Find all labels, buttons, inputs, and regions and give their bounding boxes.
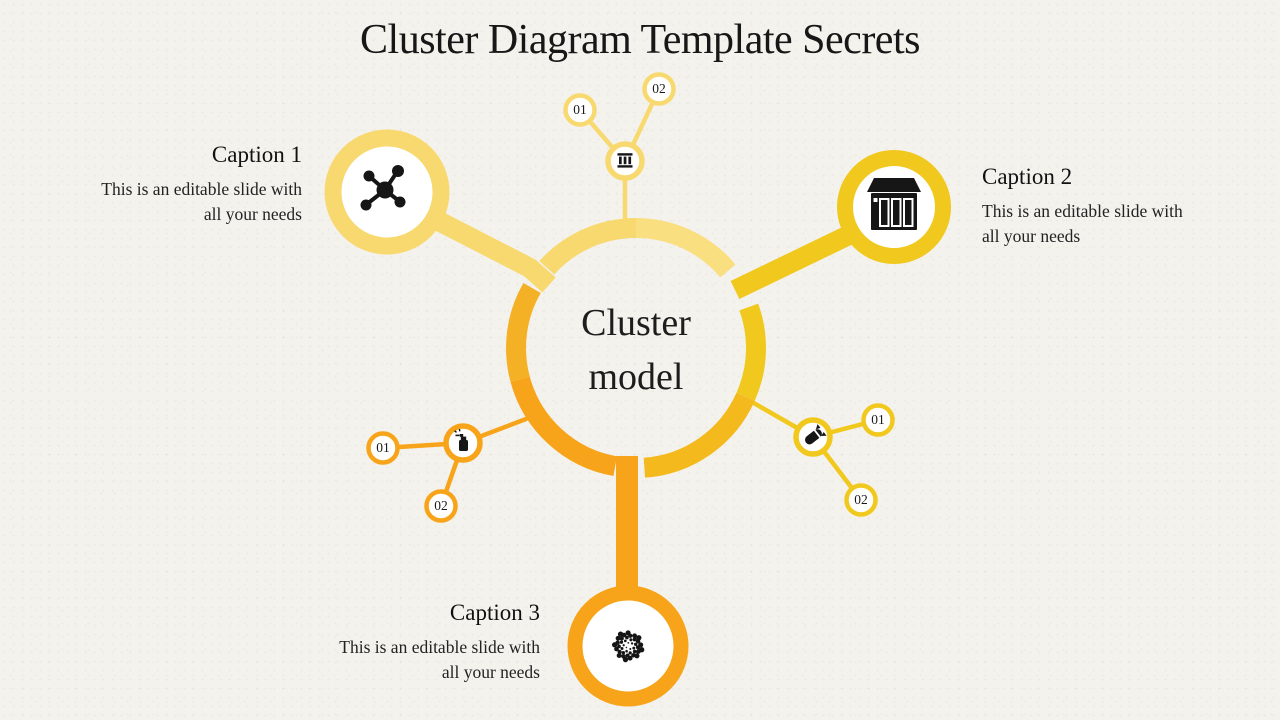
- left-node-label-01: 01: [376, 440, 390, 455]
- caption-1-heading: Caption 1: [211, 142, 302, 167]
- ring-segment: [736, 303, 766, 401]
- center-label: Cluster model: [496, 296, 776, 404]
- caption-3-block: Caption 3 This is an editable slide with…: [260, 600, 540, 685]
- ring-segment: [635, 218, 736, 278]
- top-node-label-01: 01: [573, 102, 587, 117]
- top-node-label-02: 02: [652, 81, 666, 96]
- caption-2-body: This is an editable slide with all your …: [982, 201, 1183, 246]
- caption3-circle: [567, 585, 689, 707]
- left-node-label-02: 02: [434, 498, 448, 513]
- caption-1-body: This is an editable slide with all your …: [101, 179, 302, 224]
- ring-segment: [510, 376, 618, 477]
- center-label-line1: Cluster: [581, 302, 691, 344]
- storefront-icon: [867, 178, 921, 230]
- bomb-icon: [805, 424, 827, 445]
- caption-1-block: Caption 1 This is an editable slide with…: [22, 142, 302, 227]
- dot-spiral-icon: [611, 630, 645, 663]
- caption-2-block: Caption 2 This is an editable slide with…: [982, 164, 1242, 249]
- satellite-bottom-left-nodes: [366, 423, 483, 523]
- right-node-label-02: 02: [854, 492, 868, 507]
- ring-segment: [506, 283, 541, 382]
- slide-title: Cluster Diagram Template Secrets: [360, 17, 920, 63]
- caption-3-heading: Caption 3: [449, 600, 540, 625]
- ring-segment: [539, 218, 637, 275]
- caption-2-heading: Caption 2: [982, 164, 1073, 189]
- ring-segment: [643, 392, 755, 478]
- caption-3-body: This is an editable slide with all your …: [339, 637, 540, 682]
- center-ring: [506, 218, 766, 478]
- center-label-line2: model: [588, 356, 684, 398]
- network-cluster-icon: [360, 165, 406, 211]
- right-node-label-01: 01: [871, 412, 885, 427]
- bank-building-icon: [617, 153, 633, 168]
- spray-can-icon: [454, 428, 468, 451]
